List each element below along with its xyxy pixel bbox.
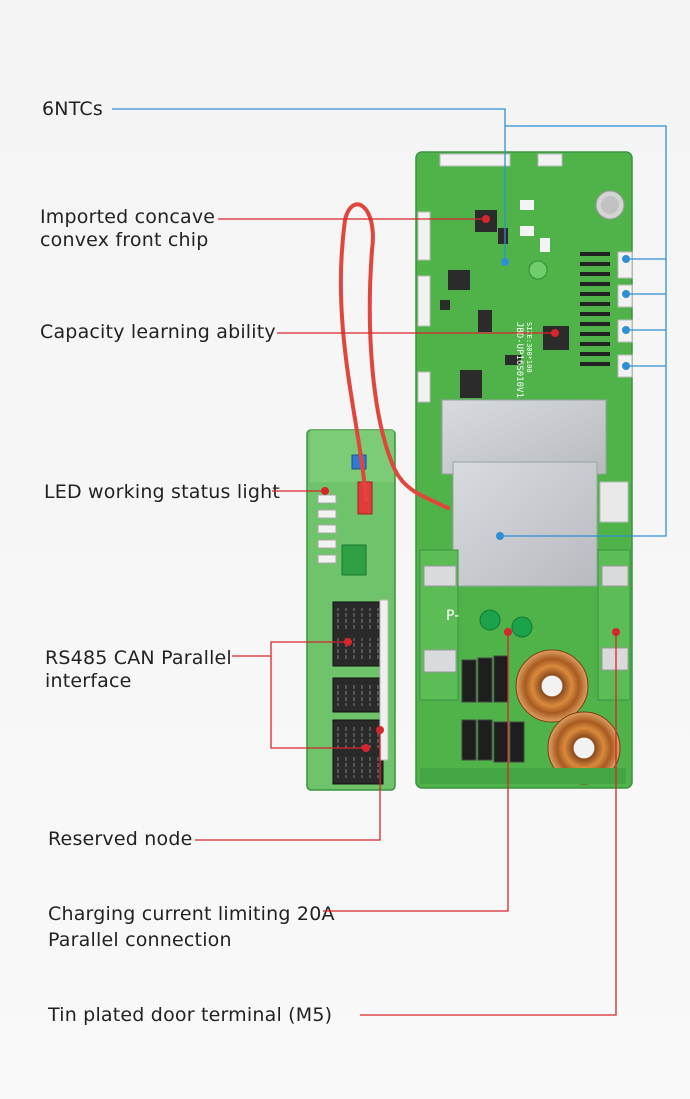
silkscreen-model: JBD-UP16S010V1.1 — [514, 322, 524, 409]
label-6ntcs: 6NTCs — [42, 98, 103, 121]
label-6ntcs-text: 6NTCs — [42, 98, 103, 120]
label-reserved-text: Reserved node — [48, 828, 193, 850]
red-wire — [338, 202, 450, 510]
label-charging-line2: Parallel connection — [48, 929, 232, 951]
label-rs485-line1: RS485 CAN Parallel — [45, 647, 232, 669]
label-charging-limit: Charging current limiting 20A Parallel c… — [48, 901, 335, 953]
label-reserved-node: Reserved node — [48, 828, 193, 851]
label-led-status: LED working status light — [44, 481, 280, 504]
label-front-chip: Imported concave convex front chip — [40, 206, 215, 252]
label-front-chip-line2: convex front chip — [40, 229, 209, 251]
comm-pcb — [306, 429, 396, 791]
main-pcb: JBD-UP16S010V1.1 SIZE:300*100 P- — [415, 151, 633, 789]
label-led-text: LED working status light — [44, 481, 280, 503]
label-rs485-line2: interface — [45, 670, 132, 692]
ntc-markers — [496, 255, 630, 540]
label-rs485: RS485 CAN Parallel interface — [45, 647, 232, 693]
label-front-chip-line1: Imported concave — [40, 206, 216, 228]
label-tin-terminal: Tin plated door terminal (M5) — [48, 1004, 332, 1027]
label-charging-line1: Charging current limiting 20A — [48, 903, 335, 925]
label-capacity-text: Capacity learning ability — [40, 321, 276, 343]
silkscreen-size: SIZE:300*100 — [525, 322, 533, 373]
terminal-p-minus: P- — [446, 608, 459, 624]
label-capacity-learning: Capacity learning ability — [40, 321, 276, 344]
red-markers — [321, 215, 620, 752]
red-leader-lines — [195, 218, 617, 1016]
ntc-leader-lines — [112, 108, 667, 537]
label-terminal-text: Tin plated door terminal (M5) — [48, 1004, 333, 1026]
